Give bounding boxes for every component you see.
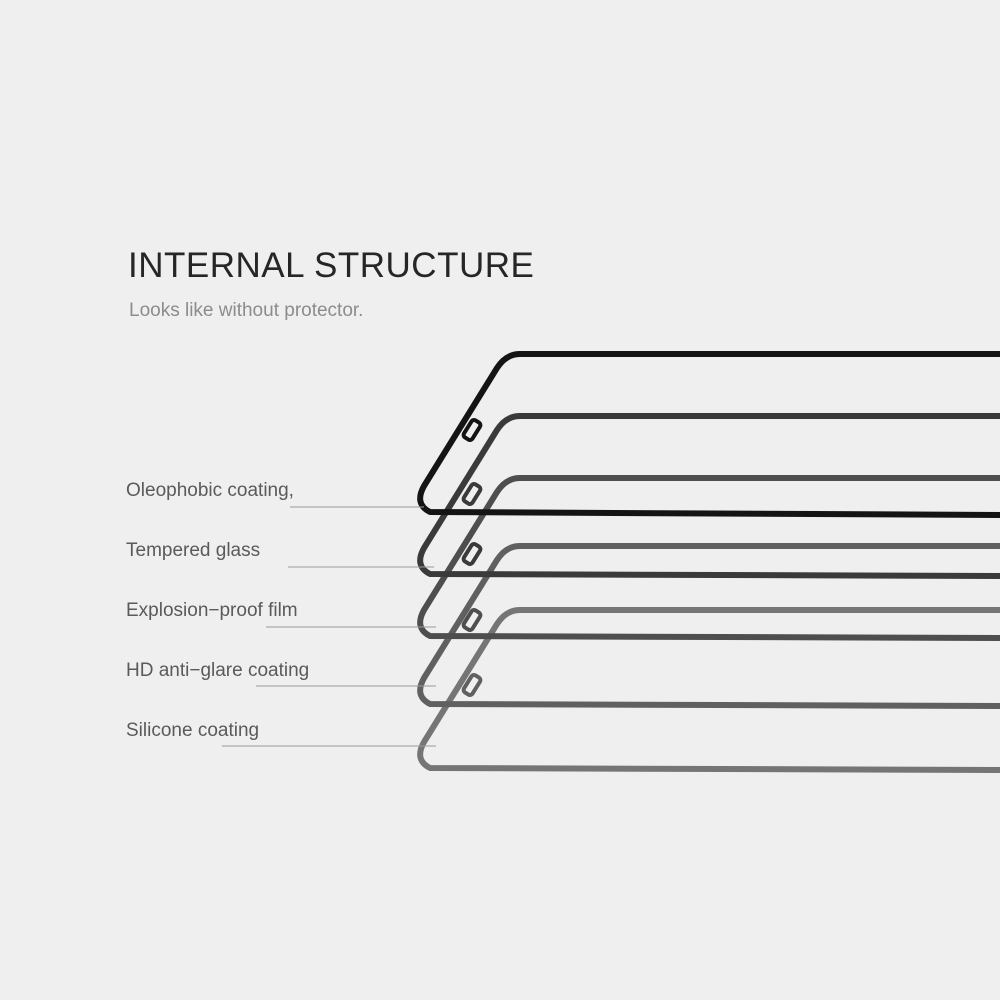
layer-frame [417,543,1000,709]
notch-icon [461,673,483,697]
layer-label-explosion-proof: Explosion−proof film [126,600,298,621]
page-subtitle: Looks like without protector. [129,300,364,321]
layer-label-anti-glare: HD anti−glare coating [126,660,310,681]
layer-label-silicone: Silicone coating [126,720,260,741]
layer-tempered-glass [288,413,1000,579]
layer-explosion-proof [266,475,1000,641]
notch-icon [461,542,483,566]
layer-label-oleophobic: Oleophobic coating, [126,480,294,501]
layer-frame [417,413,1000,579]
layer-label-tempered-glass: Tempered glass [126,540,261,561]
layer-oleophobic [290,351,1000,518]
notch-icon [461,418,483,442]
layer-frame [417,351,1000,518]
layer-frame [417,475,1000,641]
layer-frame [417,607,1000,773]
page-title: INTERNAL STRUCTURE [128,246,535,285]
notch-icon [461,608,483,632]
layer-silicone [222,607,1000,773]
notch-icon [461,482,483,506]
layer-anti-glare [256,543,1000,709]
